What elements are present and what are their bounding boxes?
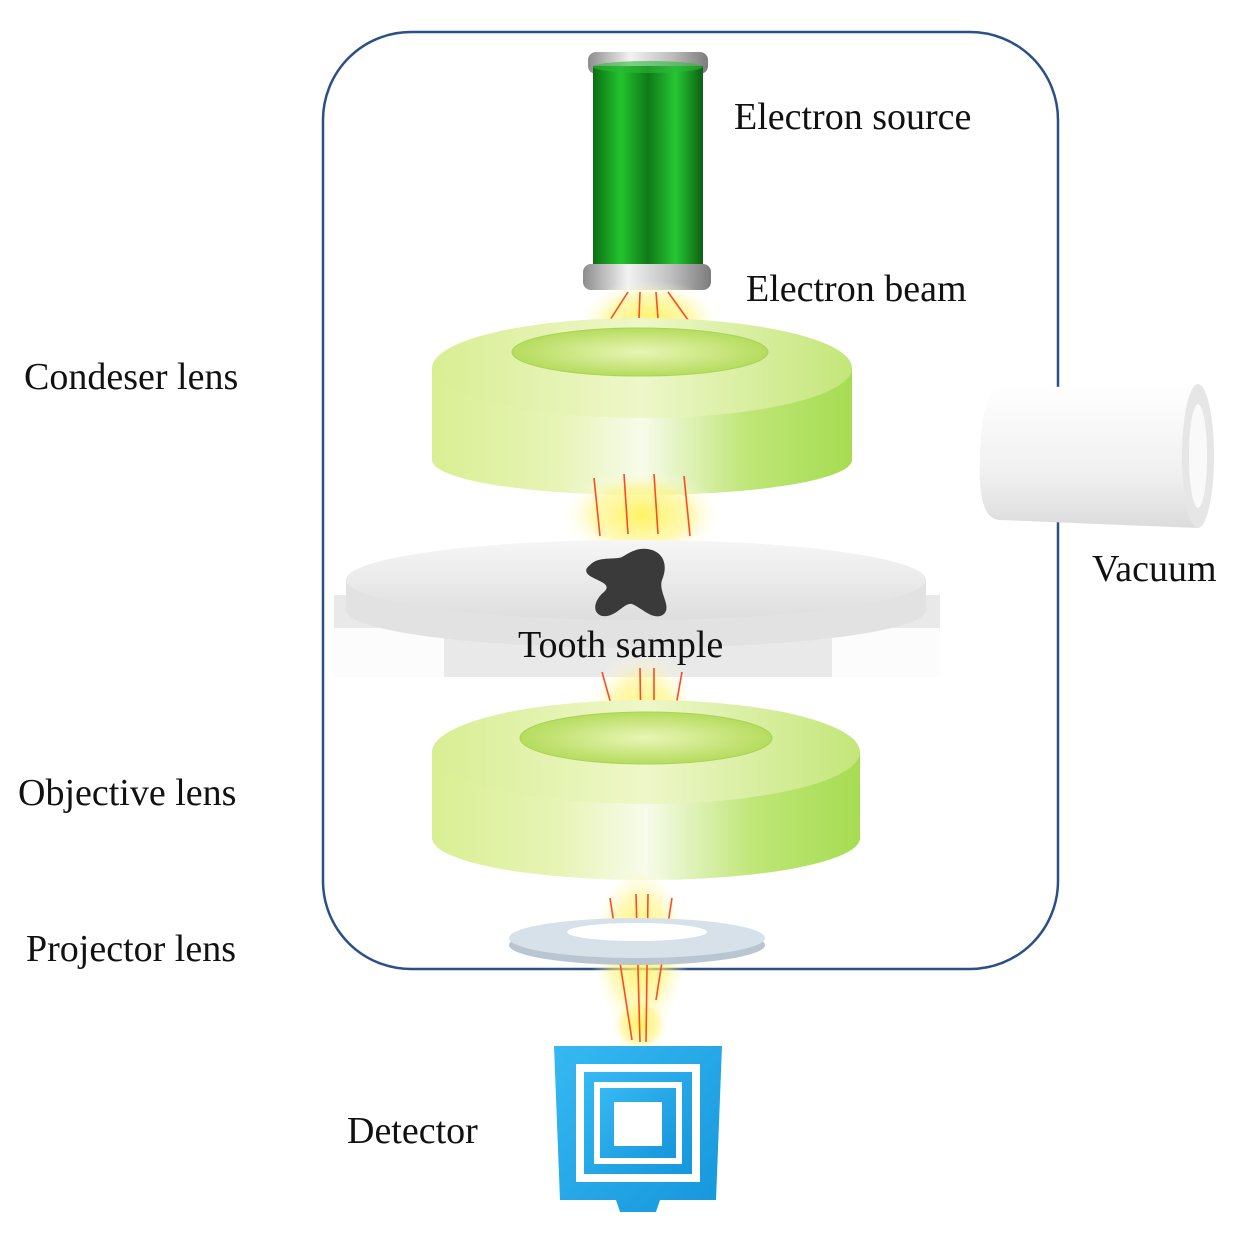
objective-lens-icon	[432, 700, 860, 880]
tooth-sample-icon	[586, 548, 667, 617]
electron-source-icon	[583, 52, 711, 290]
label-detector: Detector	[347, 1110, 478, 1152]
label-electron-source: Electron source	[734, 96, 972, 138]
vacuum-pump-icon	[979, 384, 1214, 528]
detector-icon	[554, 1046, 722, 1212]
label-condenser-lens: Condeser lens	[24, 356, 239, 398]
condenser-lens-icon	[432, 318, 852, 495]
label-projector-lens: Projector lens	[26, 928, 237, 970]
electron-beam-middle	[560, 469, 724, 561]
label-objective-lens: Objective lens	[18, 772, 237, 814]
specimen-stage	[334, 540, 940, 677]
projector-lens-icon	[509, 918, 765, 965]
label-tooth-sample: Tooth sample	[518, 624, 724, 666]
label-vacuum: Vacuum	[1092, 548, 1217, 590]
label-electron-beam: Electron beam	[746, 268, 967, 310]
